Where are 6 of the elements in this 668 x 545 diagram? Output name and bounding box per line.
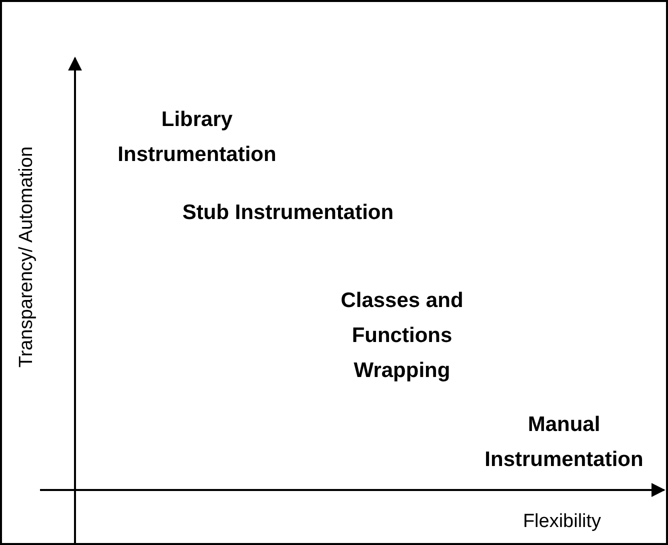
quadrant-label: Library Instrumentation [116, 107, 278, 168]
quadrant-label: Stub Instrumentation [181, 200, 395, 226]
axis-title: Transparency/ Automation [15, 146, 38, 368]
axis-title: Flexibility [522, 510, 602, 534]
quadrant-label: Classes and Functions Wrapping [340, 288, 464, 384]
quadrant-label: Manual Instrumentation [484, 412, 644, 473]
